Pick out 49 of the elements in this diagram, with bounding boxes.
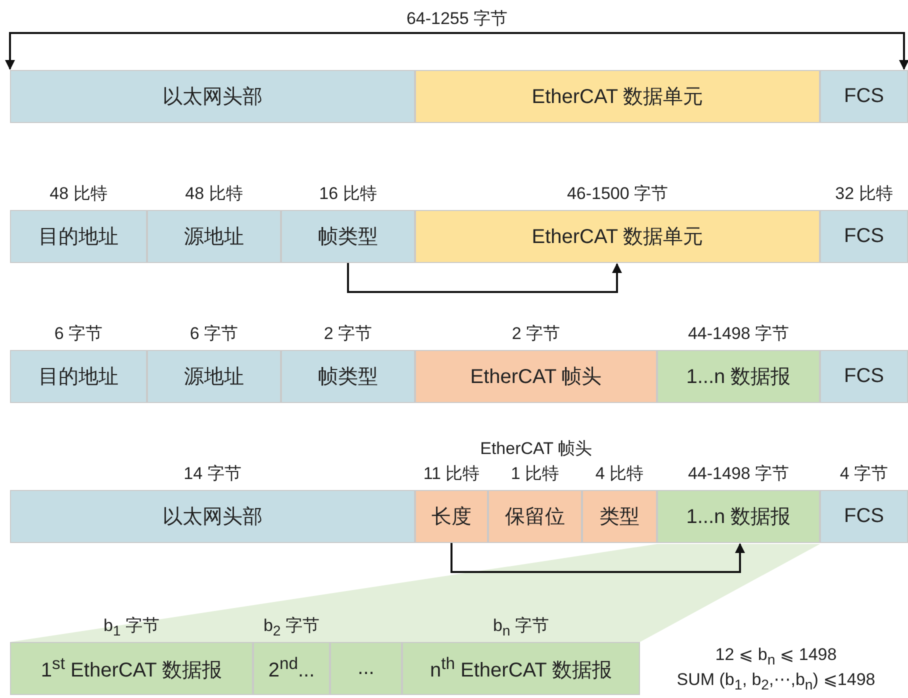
size-label: 6 字节 <box>190 324 238 344</box>
field-cell: EtherCAT 帧头 <box>415 350 657 403</box>
datagram-cell: 2$^{nd}$... <box>253 642 330 695</box>
size-label: 48 比特 <box>50 184 108 204</box>
size-label: 44-1498 字节 <box>688 324 790 344</box>
arrow <box>347 263 622 293</box>
size-label: b$_{2}$ 字节 <box>263 616 320 642</box>
field-cell: EtherCAT 数据单元 <box>415 210 820 263</box>
group-label: EtherCAT 帧头 <box>480 439 592 459</box>
size-label: 16 比特 <box>319 184 377 204</box>
field-cell: 类型 <box>582 490 657 543</box>
size-label: 2 字节 <box>512 324 560 344</box>
datagram-cell: n$^{th}$ EtherCAT 数据报 <box>402 642 640 695</box>
size-label: 48 比特 <box>185 184 243 204</box>
field-cell: FCS <box>820 210 908 263</box>
field-cell: FCS <box>820 70 908 123</box>
size-label: 4 字节 <box>840 464 888 484</box>
field-cell: 帧类型 <box>281 210 415 263</box>
arrow <box>5 32 908 70</box>
arrow <box>450 543 745 573</box>
field-cell: 以太网头部 <box>10 490 415 543</box>
size-label: 11 比特 <box>423 464 480 484</box>
size-label: 46-1500 字节 <box>566 184 668 204</box>
size-label: b$_{n}$ 字节 <box>492 616 550 642</box>
field-cell: 目的地址 <box>10 210 147 263</box>
constraint-note: 12 ⩽ b$_{n}$ ⩽ 1498 <box>715 645 837 670</box>
size-label: 44-1498 字节 <box>688 464 790 484</box>
size-label: 1 比特 <box>510 464 560 484</box>
field-cell: EtherCAT 数据单元 <box>415 70 820 123</box>
field-cell: FCS <box>820 490 908 543</box>
field-cell: 目的地址 <box>10 350 147 403</box>
field-cell: 帧类型 <box>281 350 415 403</box>
constraint-note: SUM (b$_{1}$, b$_{2}$,⋯,b$_{n}$) ⩽1498 <box>676 670 876 696</box>
datagram-cell: ... <box>330 642 402 695</box>
size-label: 14 字节 <box>184 464 242 484</box>
size-label: b$_{1}$ 字节 <box>103 616 160 642</box>
size-label: 2 字节 <box>324 324 372 344</box>
datagram-cell: 1$^{st}$ EtherCAT 数据报 <box>10 642 253 695</box>
field-cell: FCS <box>820 350 908 403</box>
field-cell: 源地址 <box>147 350 281 403</box>
size-label: 6 字节 <box>54 324 103 344</box>
field-cell: 长度 <box>415 490 488 543</box>
size-label: 4 比特 <box>595 464 644 484</box>
field-cell: 保留位 <box>488 490 582 543</box>
field-cell: 源地址 <box>147 210 281 263</box>
field-cell: 以太网头部 <box>10 70 415 123</box>
field-cell: 1...n 数据报 <box>657 350 820 403</box>
size-label: 32 比特 <box>835 184 893 204</box>
field-cell: 1...n 数据报 <box>657 490 820 543</box>
